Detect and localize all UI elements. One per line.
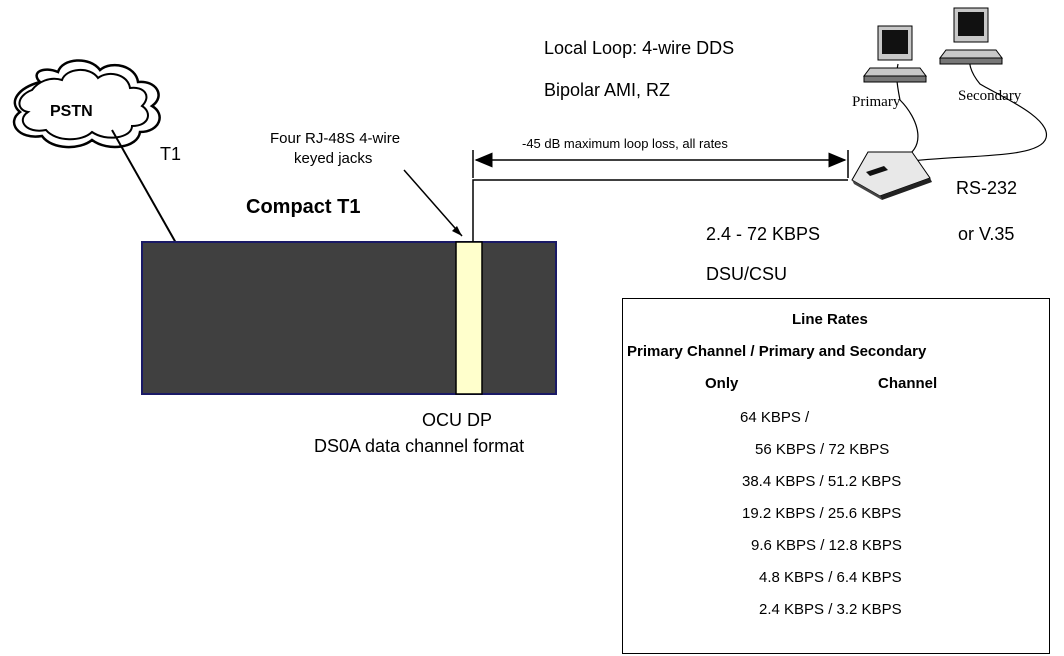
ocu-label-line1: OCU DP [422,410,493,430]
table-header: Primary Channel / Primary and Secondary [627,343,927,360]
table-row: 4.8 KBPS / 6.4 KBPS [759,569,902,586]
line-rates-table: Line Rates Primary Channel / Primary and… [622,298,1050,654]
table-row: 64 KBPS / [740,409,810,426]
table-col-channel: Channel [878,375,938,392]
jacks-label-line1: Four RJ-48S 4-wire [270,130,401,147]
primary-computer-label: Primary [852,94,901,110]
compact-t1-device [141,241,557,395]
table-row: 9.6 KBPS / 12.8 KBPS [751,537,902,554]
secondary-computer-icon [939,7,1003,65]
local-loop-line1: Local Loop: 4-wire DDS [544,38,735,58]
table-row: 56 KBPS / 72 KBPS [755,441,890,458]
local-loop-line2: Bipolar AMI, RZ [544,80,671,100]
secondary-computer-label: Secondary [958,88,1022,104]
ocu-label-line2: DS0A data channel format [314,436,525,456]
pstn-label: PSTN [50,103,93,120]
interface-label-line2: or V.35 [958,224,1015,244]
table-row: 2.4 KBPS / 3.2 KBPS [759,601,902,618]
interface-label-line1: RS-232 [956,178,1018,198]
ocu-dp-slot [455,241,483,395]
primary-computer-icon [863,25,927,83]
dsu-name-label: DSU/CSU [706,264,788,284]
secondary-cable [903,51,1047,163]
device-title: Compact T1 [246,196,361,218]
table-title: Line Rates [792,311,868,328]
jacks-pointer [403,169,463,237]
pstn-cloud-icon [12,59,161,149]
jacks-pointer-head [452,226,462,236]
table-col-only: Only [705,375,739,392]
local-loop-line [472,179,848,242]
t1-link-line [111,129,177,244]
table-row: 38.4 KBPS / 51.2 KBPS [742,473,902,490]
table-row: 19.2 KBPS / 25.6 KBPS [742,505,902,522]
t1-label: T1 [160,144,182,164]
jacks-label-line2: keyed jacks [294,150,373,167]
dsu-csu-icon [851,151,932,200]
dsu-rate-label: 2.4 - 72 KBPS [706,224,821,244]
loop-loss-label: -45 dB maximum loop loss, all rates [522,136,728,151]
